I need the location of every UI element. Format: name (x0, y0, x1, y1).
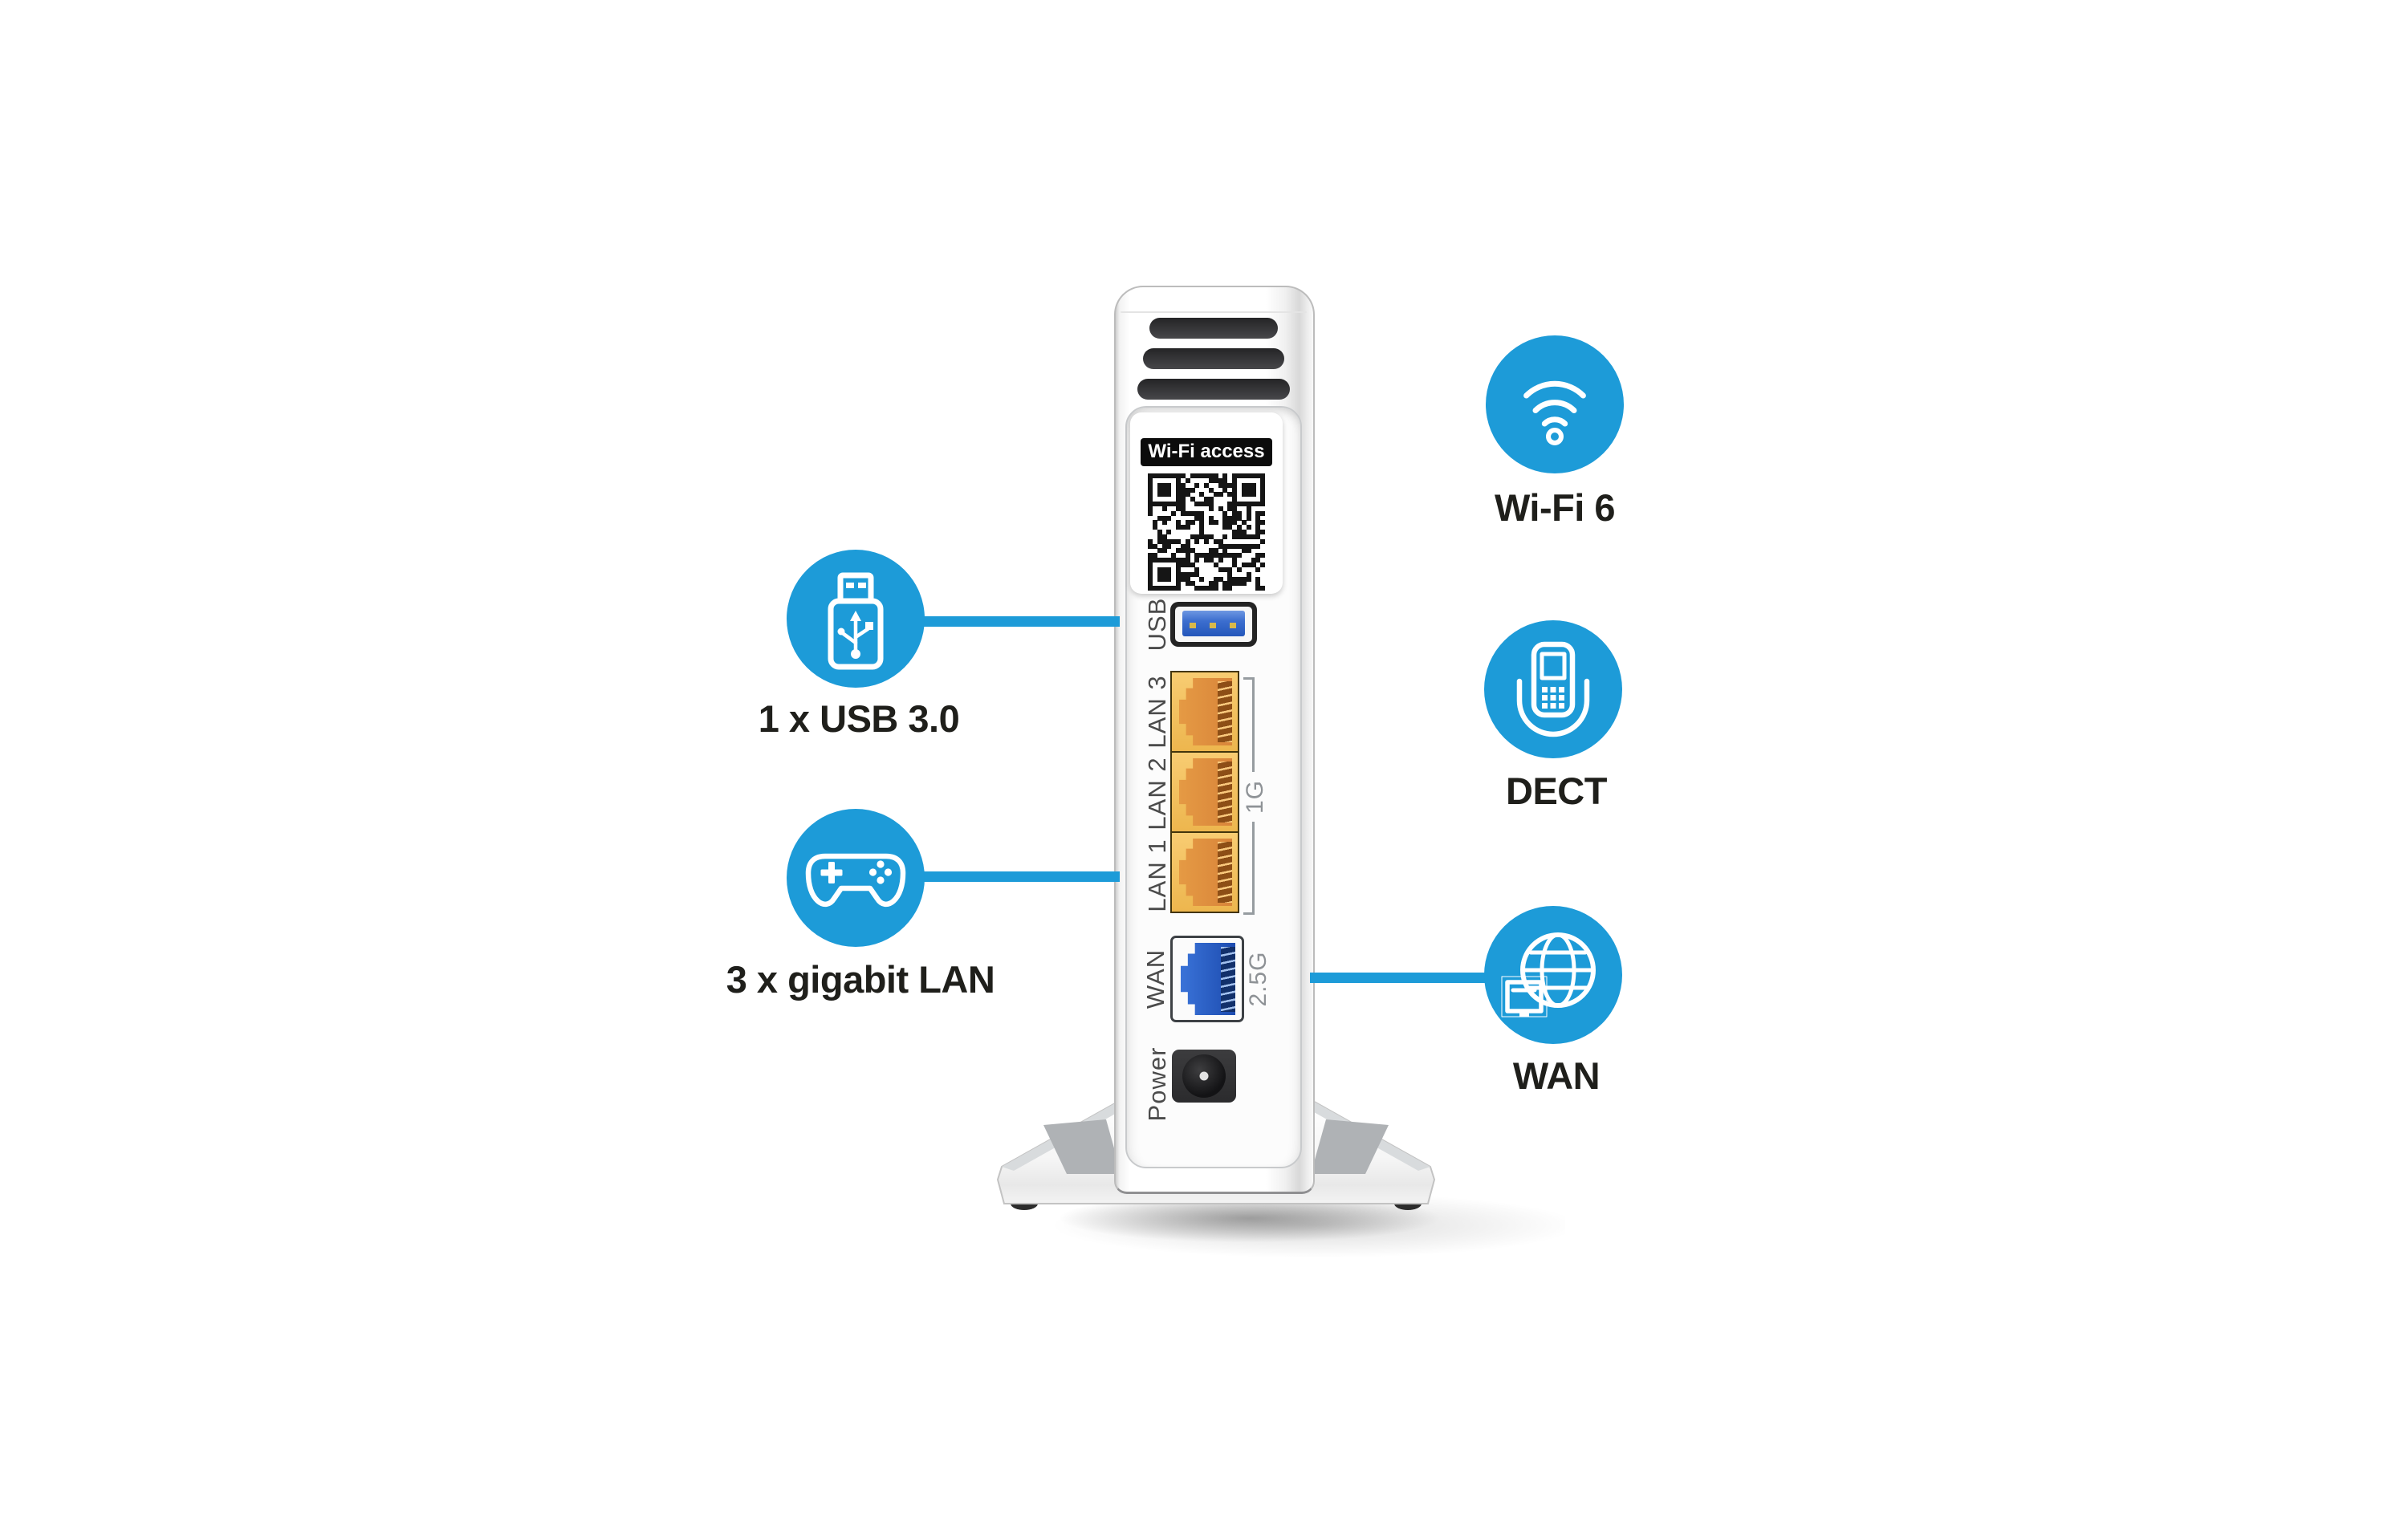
qr-sticker-label: Wi-Fi access (1141, 438, 1272, 466)
lan-speed-label: 1G (1242, 779, 1268, 814)
lan2-socket (1179, 758, 1232, 826)
lan-speed-bracket-upper (1252, 677, 1255, 772)
lan-callout-label: 3 x gigabit LAN (726, 958, 995, 1001)
dect-phone-icon (1516, 641, 1590, 737)
usb-callout-badge (787, 550, 925, 688)
usb-port (1170, 602, 1257, 647)
stand-opening-left (1043, 1119, 1121, 1174)
wan-port-label: WAN (1141, 948, 1169, 1009)
usb-callout-label: 1 x USB 3.0 (758, 697, 960, 740)
power-jack (1172, 1050, 1236, 1103)
lan1-port-label: LAN 1 (1143, 839, 1171, 912)
dect-callout-badge (1484, 620, 1622, 758)
lan3-socket (1179, 678, 1232, 745)
dect-callout-label: DECT (1506, 770, 1607, 812)
globe-wan-icon (1501, 932, 1596, 1017)
wan-connector-line (1310, 973, 1489, 983)
usb-port-label: USB (1143, 597, 1171, 652)
wan-callout-badge (1484, 906, 1622, 1044)
wifi-callout-label: Wi-Fi 6 (1494, 486, 1616, 529)
usb-connector-line (919, 616, 1120, 627)
lan1-port (1170, 831, 1239, 913)
vent-slot-1 (1149, 318, 1278, 339)
lan-speed-bracket-tick-bottom (1243, 912, 1255, 915)
wan-callout-label: WAN (1512, 1054, 1601, 1097)
lan2-port-label: LAN 2 (1143, 757, 1171, 831)
power-label: Power (1143, 1046, 1171, 1122)
power-jack-pin (1199, 1071, 1209, 1081)
wan-speed-label: 2.5G (1245, 951, 1271, 1007)
qr-sticker: Wi-Fi access (1130, 412, 1283, 594)
wifi-icon (1523, 380, 1586, 445)
usb-port-pins (1190, 623, 1238, 628)
wan-port (1170, 936, 1244, 1022)
gamepad-icon (805, 853, 906, 908)
lan3-port (1170, 671, 1239, 753)
wan-socket (1181, 943, 1235, 1015)
stand-opening-right (1311, 1119, 1389, 1174)
lan-callout-badge (787, 809, 925, 947)
qr-code (1148, 473, 1266, 591)
lan-speed-bracket-lower (1252, 822, 1255, 915)
wifi-callout-badge (1486, 335, 1624, 473)
lan-port-group (1170, 671, 1239, 913)
lan1-socket (1179, 839, 1232, 906)
lan2-port (1170, 751, 1239, 833)
lan3-port-label: LAN 3 (1143, 675, 1171, 749)
usb-stick-icon (828, 572, 884, 670)
router-body: Wi-Fi access USB LAN 3 LAN 2 LAN 1 (1114, 286, 1315, 1194)
lan-connector-line (919, 871, 1120, 882)
vent-slot-3 (1137, 379, 1290, 400)
vent-slot-2 (1143, 348, 1284, 369)
top-cap-seam (1121, 311, 1307, 313)
lan-speed-bracket-tick-top (1243, 677, 1255, 680)
rear-port-panel: Wi-Fi access USB LAN 3 LAN 2 LAN 1 (1125, 406, 1302, 1168)
